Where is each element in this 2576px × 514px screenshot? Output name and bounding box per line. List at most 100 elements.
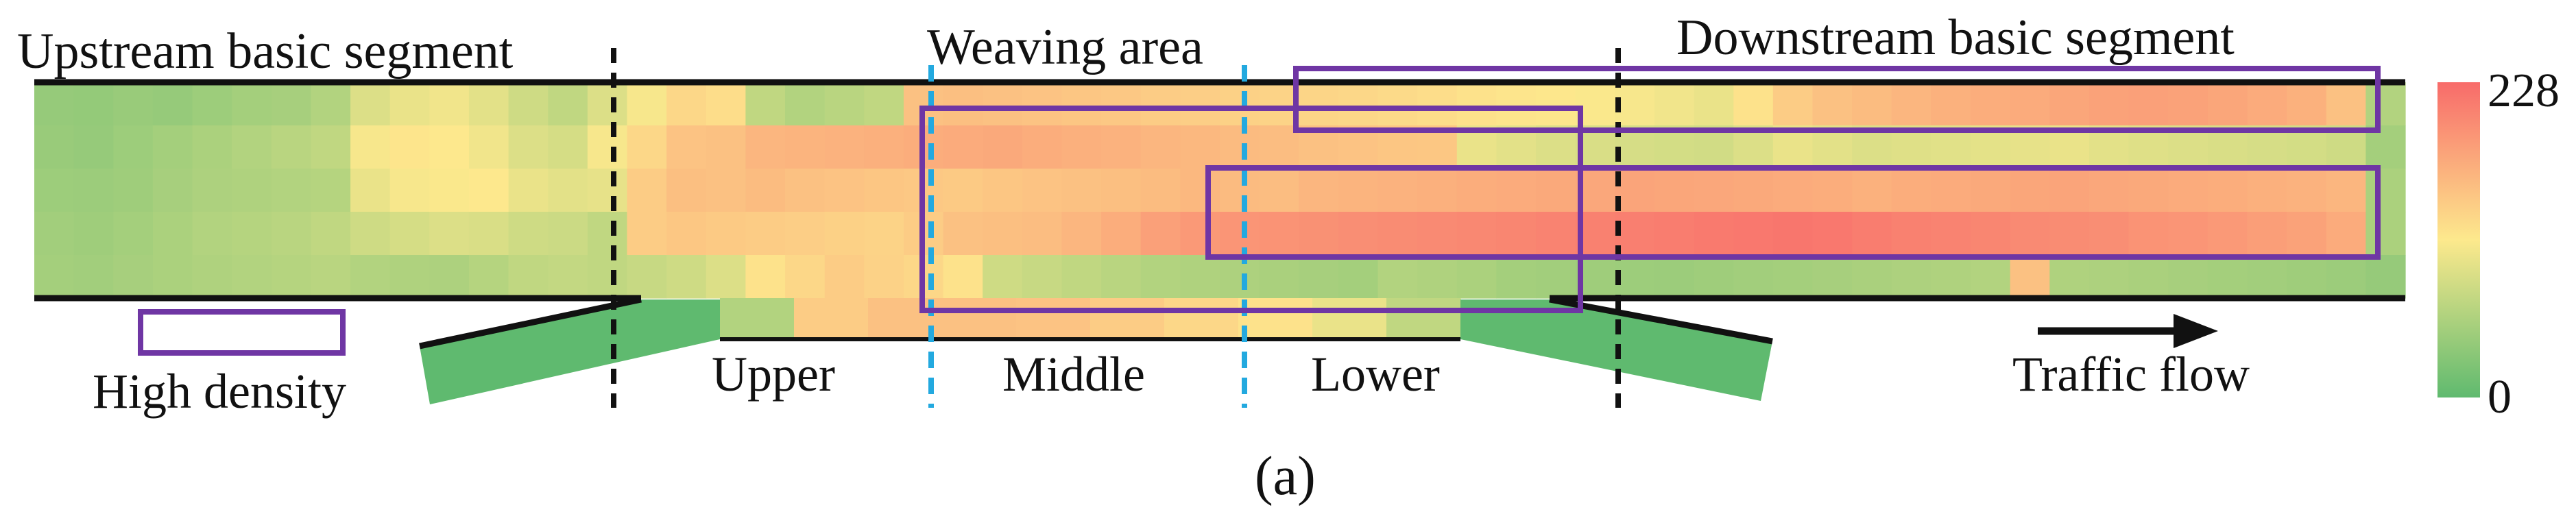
heatmap-cell: [1852, 169, 1892, 212]
heatmap-cell: [1101, 169, 1142, 212]
heatmap-cell: [1101, 212, 1142, 256]
heatmap-cell: [1852, 212, 1892, 256]
heatmap-cell: [1971, 82, 2011, 126]
heatmap-cell: [34, 82, 75, 126]
heatmap-cell: [1694, 169, 1734, 212]
heatmap-cell: [2010, 82, 2050, 126]
heatmap-cell: [429, 125, 470, 169]
high-density-box: [1205, 165, 2381, 260]
heatmap-cell: [232, 125, 272, 169]
auxiliary-lane-cell: [1312, 298, 1387, 339]
heatmap-cell: [2326, 169, 2366, 212]
heatmap-cell: [1259, 255, 1299, 299]
heatmap-cell: [73, 212, 114, 256]
heatmap-cell: [1061, 212, 1102, 256]
heatmap-cell: [2247, 255, 2287, 299]
heatmap-cell: [1733, 212, 1774, 256]
heatmap-cell: [864, 82, 904, 126]
heatmap-cell: [1733, 255, 1774, 299]
on-ramp: [420, 299, 720, 404]
heatmap-cell: [1931, 255, 1971, 299]
upper-section-label: Upper: [712, 347, 835, 402]
heatmap-cell: [468, 255, 509, 299]
heatmap-cell: [1220, 125, 1260, 169]
heatmap-cell: [73, 125, 114, 169]
heatmap-cell: [745, 169, 786, 212]
heatmap-cell: [2207, 255, 2248, 299]
heatmap-cell: [1496, 212, 1537, 256]
heatmap-cell: [627, 212, 667, 256]
heatmap-cell: [2366, 212, 2406, 256]
heatmap-cell: [34, 255, 75, 299]
heatmap-cell: [1456, 255, 1497, 299]
heatmap-cell: [192, 169, 232, 212]
heatmap-cell: [468, 125, 509, 169]
heatmap-cell: [983, 125, 1023, 169]
heatmap-cell: [1061, 125, 1102, 169]
heatmap-cell: [429, 169, 470, 212]
heatmap-cell: [864, 212, 904, 256]
heatmap-cell: [2010, 255, 2050, 299]
heatmap-cell: [943, 212, 983, 256]
heatmap-cell: [1061, 169, 1102, 212]
heatmap-cell: [1733, 169, 1774, 212]
heatmap-cell: [271, 82, 312, 126]
heatmap-cell: [232, 212, 272, 256]
heatmap-cell: [745, 255, 786, 299]
heatmap-cell: [350, 212, 391, 256]
heatmap-cell: [666, 82, 707, 126]
heatmap-cell: [745, 82, 786, 126]
heatmap-cell: [350, 125, 391, 169]
heatmap-cell: [2089, 255, 2130, 299]
heatmap-cell: [1140, 255, 1181, 299]
overlay-group: [34, 48, 2405, 408]
heatmap-cell: [1772, 169, 1814, 212]
heatmap-cell: [824, 255, 865, 299]
heatmap-cell: [1615, 169, 1655, 212]
heatmap-cell: [2207, 82, 2248, 126]
heatmap-cell: [73, 82, 114, 126]
heatmap-cell: [350, 169, 391, 212]
heatmap-cell: [1377, 169, 1418, 212]
heatmap-cell: [113, 212, 154, 256]
downstream-segment-label: Downstream basic segment: [1676, 10, 2235, 66]
weaving-area-label: Weaving area: [927, 19, 1203, 75]
heatmap-cell: [548, 169, 588, 212]
heatmap-cell: [943, 125, 983, 169]
heatmap-cell: [1812, 169, 1853, 212]
heatmap-cell: [1496, 169, 1537, 212]
heatmap-cell: [1259, 82, 1299, 126]
heatmap-cell: [2207, 169, 2248, 212]
heatmap-cell: [152, 212, 193, 256]
figure-caption: (a): [1255, 446, 1316, 506]
heatmap-cell: [2049, 169, 2090, 212]
heatmap-cell: [1377, 212, 1418, 256]
heatmap-cell: [587, 82, 628, 126]
heatmap-cell: [1615, 82, 1655, 126]
heatmap-cell: [2287, 169, 2327, 212]
high-density-box: [919, 106, 1583, 313]
heatmap-cell: [666, 255, 707, 299]
heatmap-cell: [271, 169, 312, 212]
heatmap-cell: [627, 255, 667, 299]
auxiliary-lane-cell: [1238, 298, 1313, 339]
heatmap-cell: [587, 212, 628, 256]
heatmap-cell: [468, 169, 509, 212]
auxiliary-lane-cell: [1386, 298, 1461, 339]
heatmap-cell: [311, 125, 351, 169]
heatmap-cell: [1101, 82, 1142, 126]
heatmap-cell: [1654, 255, 1695, 299]
heatmap-cell: [548, 255, 588, 299]
heatmap-cell: [1931, 212, 1971, 256]
heatmap-cell: [706, 125, 746, 169]
heatmap-cell: [785, 169, 826, 212]
heatmap-cell: [271, 125, 312, 169]
heatmap-cell: [2089, 169, 2130, 212]
heatmap-cell: [2366, 169, 2406, 212]
heatmap-cell: [1299, 212, 1339, 256]
heatmap-cell: [389, 212, 430, 256]
heatmap-cell: [785, 82, 826, 126]
auxiliary-lane-cell: [1164, 298, 1239, 339]
upstream-segment-label: Upstream basic segment: [17, 23, 514, 79]
